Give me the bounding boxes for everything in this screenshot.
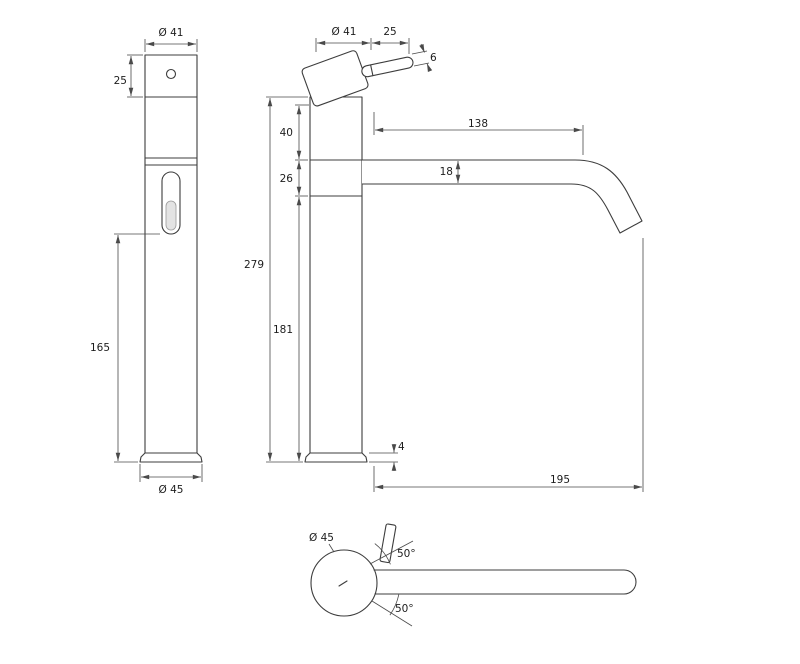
dim-label: Ø 41 bbox=[332, 26, 357, 38]
front-view: Ø 41 25 165 Ø 45 bbox=[90, 27, 203, 496]
front-top-hole bbox=[165, 68, 177, 80]
dim-side-spout-reach: 195 bbox=[373, 238, 644, 492]
dim-side-base-plate-height: 4 bbox=[369, 441, 405, 471]
dim-label: 181 bbox=[273, 324, 293, 336]
dim-label: 6 bbox=[430, 52, 437, 64]
front-outlet-slot bbox=[161, 171, 181, 235]
dim-label: 18 bbox=[440, 166, 453, 178]
dim-side-spout-body-height: 26 bbox=[280, 161, 308, 197]
dim-label: 165 bbox=[90, 342, 110, 354]
top-spout bbox=[373, 569, 637, 595]
dim-label: 50° bbox=[397, 548, 416, 560]
dim-label: 4 bbox=[398, 441, 405, 453]
top-lever-group bbox=[379, 523, 397, 564]
dim-label: Ø 41 bbox=[159, 27, 184, 39]
dim-label: Ø 45 bbox=[309, 532, 334, 544]
dim-label: Ø 45 bbox=[159, 484, 184, 496]
dim-label: 138 bbox=[468, 118, 488, 130]
front-body-outline bbox=[144, 54, 198, 454]
dim-label: 50° bbox=[395, 603, 414, 615]
dim-label: 26 bbox=[280, 173, 294, 185]
dim-label: 25 bbox=[114, 75, 127, 87]
dim-side-handle-length: 25 bbox=[372, 26, 410, 54]
dim-side-overall-height: 279 bbox=[244, 96, 308, 463]
side-base bbox=[304, 452, 368, 463]
side-spout bbox=[362, 159, 643, 234]
dim-side-spout-length: 138 bbox=[373, 112, 584, 155]
dim-front-top-diameter: Ø 41 bbox=[144, 27, 198, 52]
side-handle-lever bbox=[361, 56, 414, 78]
front-outlet-inner bbox=[165, 200, 177, 231]
top-view: 50° 50° Ø 45 bbox=[309, 523, 637, 627]
side-handle-lever-group bbox=[361, 56, 414, 78]
dim-side-neck-height: 40 bbox=[280, 104, 309, 161]
swing-arc-upper bbox=[374, 543, 391, 565]
side-body-outline bbox=[309, 96, 363, 454]
front-base bbox=[139, 452, 203, 463]
dim-top-swing-lower: 50° bbox=[371, 594, 414, 627]
dim-side-body-height: 181 bbox=[273, 197, 302, 461]
dim-label: 195 bbox=[550, 474, 570, 486]
dim-front-outlet-height: 165 bbox=[90, 233, 160, 463]
dim-side-handle-diameter: Ø 41 bbox=[315, 26, 372, 52]
top-center-mark bbox=[338, 580, 348, 587]
top-lever bbox=[379, 523, 397, 564]
dim-label: 279 bbox=[244, 259, 264, 271]
dim-label: 40 bbox=[280, 127, 293, 139]
side-view: Ø 41 25 6 40 26 2 bbox=[244, 26, 644, 492]
dim-front-cap-height: 25 bbox=[114, 54, 143, 98]
dim-top-base-diameter: Ø 45 bbox=[309, 532, 335, 553]
side-lever-joint bbox=[370, 64, 374, 77]
dim-top-swing-upper: 50° bbox=[369, 540, 416, 565]
dim-side-stem-diameter: 6 bbox=[411, 43, 437, 72]
dim-front-base-diameter: Ø 45 bbox=[139, 464, 203, 496]
swing-arc-lower bbox=[389, 594, 400, 616]
dim-side-spout-tube-diameter: 18 bbox=[440, 161, 461, 183]
dim-label: 25 bbox=[383, 26, 396, 38]
leader-line bbox=[328, 543, 335, 553]
